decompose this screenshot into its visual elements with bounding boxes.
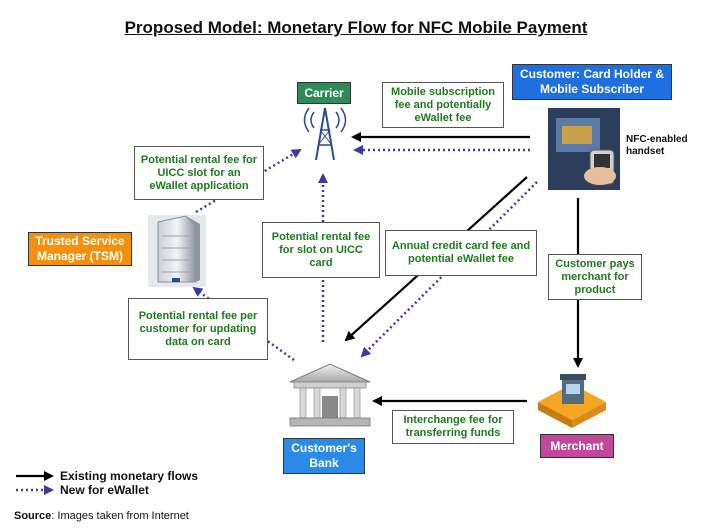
source-text: : Images taken from Internet	[51, 510, 189, 522]
merchant-store-icon	[538, 374, 606, 428]
bank-label: Customer's Bank	[283, 438, 365, 474]
tsm-building-image	[148, 215, 206, 287]
source-note: Source: Images taken from Internet	[14, 510, 189, 522]
customer-label: Customer: Card Holder & Mobile Subscribe…	[512, 64, 672, 100]
source-label: Source	[14, 510, 52, 522]
page-title: Proposed Model: Monetary Flow for NFC Mo…	[124, 18, 588, 37]
handset-label: NFC-enabled handset	[626, 134, 688, 157]
note-interchange: Interchange fee for transferring funds	[392, 410, 514, 444]
note-uicc-ewallet: Potential rental fee for UICC slot for a…	[134, 146, 264, 200]
legend-existing-text: Existing monetary flows	[60, 469, 199, 483]
bank-building-icon	[289, 363, 371, 427]
tsm-label: Trusted Service Manager (TSM)	[28, 232, 132, 266]
carrier-label: Carrier	[297, 82, 351, 104]
note-update-data: Potential rental fee per customer for up…	[128, 298, 268, 360]
merchant-label: Merchant	[540, 434, 614, 458]
nfc-handset-image	[548, 108, 620, 190]
note-mobile-subscription: Mobile subscription fee and potentially …	[382, 82, 504, 128]
cell-tower-icon	[303, 107, 347, 161]
note-annual-fee: Annual credit card fee and potential eWa…	[385, 230, 537, 276]
ewallet-flow-customer-to-bank	[360, 181, 538, 358]
legend-new-text: New for eWallet	[60, 483, 149, 497]
note-pays-merchant: Customer pays merchant for product	[548, 254, 642, 300]
note-uicc-card: Potential rental fee for slot on UICC ca…	[262, 222, 380, 278]
